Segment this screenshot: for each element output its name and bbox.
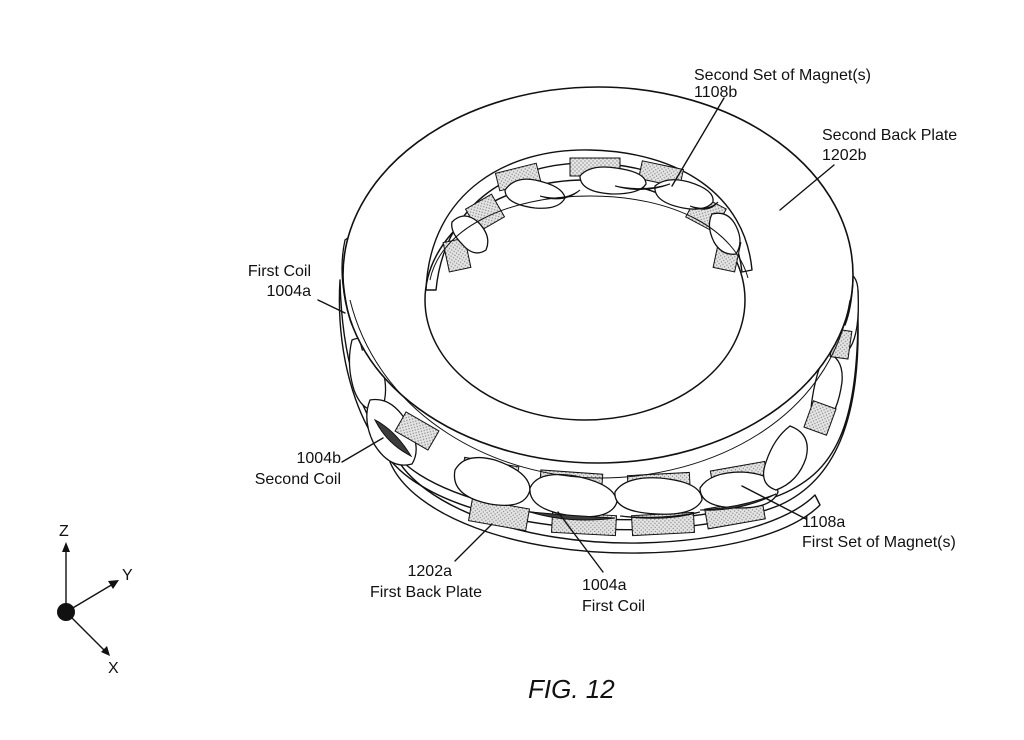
figure-caption: FIG. 12 <box>528 674 615 704</box>
y-axis-line <box>65 583 114 613</box>
label-first-magnets-ref: 1108a <box>802 514 845 531</box>
coil <box>654 179 714 210</box>
x-axis-line <box>65 611 106 652</box>
coil-edge <box>373 418 413 458</box>
second-back-plate-bottom-edge <box>349 299 851 479</box>
z-axis-label: Z <box>59 523 69 540</box>
label-second-plate-name: Second Back Plate <box>822 127 957 144</box>
label-second-coil-ref: 1004b <box>297 450 342 467</box>
axis-triad: Z Y X <box>57 523 133 677</box>
first-back-plate <box>389 454 821 554</box>
label-first-plate-name: First Back Plate <box>370 584 482 601</box>
label-first-coil-upper-ref: 1004a <box>267 283 312 300</box>
inner-lower-edge <box>429 195 749 281</box>
leader-first-coil-lower <box>557 511 604 573</box>
coil <box>699 471 779 509</box>
coil <box>529 473 618 518</box>
label-first-coil-lower-name: First Coil <box>582 598 645 615</box>
coil-edge <box>689 201 719 210</box>
coil <box>579 166 647 195</box>
coil-edge <box>614 183 671 190</box>
ring-assembly <box>338 86 859 554</box>
label-first-plate-ref: 1202a <box>408 563 453 580</box>
leader-second-coil <box>341 437 384 463</box>
label-second-magnets-ref: 1108b <box>694 84 737 101</box>
coil-edge <box>699 493 777 511</box>
leader-lines <box>317 97 835 573</box>
label-first-coil-lower-ref: 1004a <box>582 577 627 594</box>
magnet-segment <box>803 400 837 436</box>
y-axis-arrowhead <box>108 580 119 589</box>
x-axis-label: X <box>108 660 119 677</box>
label-second-plate-ref: 1202b <box>822 147 867 164</box>
leader-first-plate <box>454 523 493 562</box>
axis-origin-dot <box>57 603 75 621</box>
label-first-coil-upper-name: First Coil <box>248 263 311 280</box>
coil-edge <box>619 511 701 519</box>
leader-first-magnets <box>741 485 807 520</box>
magnet-segment <box>394 411 440 451</box>
label-second-magnets-name: Second Set of Magnet(s) <box>694 67 871 84</box>
coil <box>451 215 489 254</box>
coil <box>708 212 741 255</box>
z-axis-arrowhead <box>62 542 70 552</box>
coil <box>762 425 808 491</box>
second-back-plate-thickness <box>342 279 854 326</box>
leader-second-magnets <box>671 97 725 187</box>
inner-visible-structure <box>425 149 753 291</box>
leader-second-plate <box>779 164 835 211</box>
label-second-coil-name: Second Coil <box>255 471 341 488</box>
lower-coil-row <box>453 456 779 537</box>
y-axis-label: Y <box>122 567 133 584</box>
leader-first-coil-upper <box>317 299 346 314</box>
coil-edge <box>529 511 616 521</box>
coil <box>453 456 531 507</box>
x-axis-arrowhead <box>101 646 110 656</box>
coil <box>614 477 703 515</box>
label-first-magnets-name: First Set of Magnet(s) <box>802 534 956 551</box>
callout-labels: Second Set of Magnet(s) 1108b Second Bac… <box>248 67 957 615</box>
